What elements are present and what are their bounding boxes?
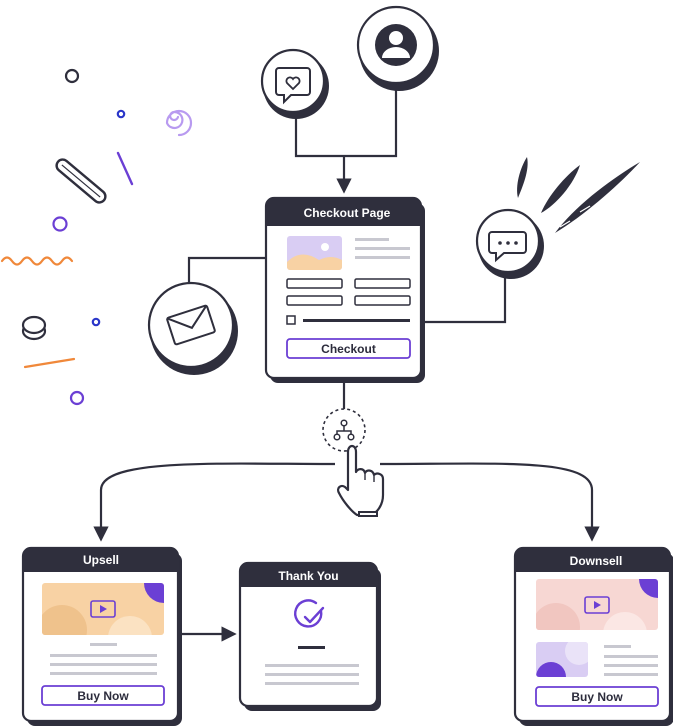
checkout-title: Checkout Page	[304, 206, 391, 220]
thank-you-text-line	[265, 682, 359, 685]
upsell-video[interactable]	[37, 563, 184, 660]
upsell-text-line	[50, 654, 157, 657]
downsell-video[interactable]	[532, 560, 673, 656]
connector-right	[422, 276, 507, 324]
envelope-icon	[147, 281, 238, 375]
decor-stroke-orange	[23, 357, 76, 369]
checkmark-circle-icon	[294, 599, 325, 628]
checkout-text-line	[355, 256, 410, 259]
downsell-text-line	[604, 645, 631, 648]
chat-dots-icon	[475, 208, 544, 279]
checkout-checkbox[interactable]	[286, 315, 296, 325]
downsell-thumbnail	[536, 642, 588, 677]
upsell-text-line	[50, 663, 157, 666]
connector-top	[294, 90, 398, 186]
connectors	[93, 90, 600, 642]
upsell-buy-label: Buy Now	[77, 689, 129, 703]
decor-circle-purple	[52, 216, 68, 232]
checkout-field[interactable]	[354, 278, 411, 289]
feather-2	[541, 165, 580, 213]
branch-icon	[322, 408, 366, 452]
heart-chat-icon	[260, 48, 329, 119]
checkout-field[interactable]	[286, 278, 343, 289]
decor-circle-purple-2	[69, 390, 85, 406]
thank-you-text-line	[265, 664, 359, 667]
decor-capsule	[55, 158, 107, 204]
checkout-terms-line	[303, 319, 410, 322]
decor-circle-dark	[64, 68, 80, 84]
downsell-title: Downsell	[570, 554, 623, 568]
feather-1	[517, 157, 528, 198]
thank-you-title: Thank You	[278, 569, 338, 583]
checkout-text-line	[355, 238, 389, 241]
upsell-card: Upsell Buy Now	[21, 546, 184, 726]
play-icon	[90, 600, 116, 618]
connector-to-downsell	[379, 462, 600, 542]
thank-you-card: Thank You	[238, 561, 381, 711]
downsell-buy-button[interactable]	[535, 686, 659, 707]
downsell-buy-label: Buy Now	[571, 690, 623, 704]
downsell-text-line	[604, 673, 658, 676]
thank-you-divider	[298, 646, 325, 649]
decor-spiral	[165, 109, 193, 137]
play-icon	[584, 596, 610, 614]
decor-squiggle-orange	[0, 256, 74, 266]
checkout-button-label: Checkout	[321, 342, 376, 356]
decor-feathers	[517, 157, 640, 233]
thank-you-text-line	[265, 673, 359, 676]
downsell-card: Downsell Buy N	[513, 546, 673, 726]
upsell-buy-button[interactable]	[41, 685, 165, 706]
upsell-text-line	[90, 643, 117, 646]
feather-3	[555, 162, 640, 233]
checkout-field[interactable]	[286, 295, 343, 306]
connector-to-upsell	[93, 462, 336, 542]
pointing-hand-icon	[337, 444, 385, 517]
checkout-card: Checkout Page Checkout	[264, 196, 425, 383]
decor-dot-blue	[116, 109, 126, 119]
checkout-button[interactable]	[286, 338, 411, 359]
decor-dot-blue-2	[91, 317, 101, 327]
connector-left	[187, 256, 268, 290]
decor-stroke-purple	[116, 151, 134, 186]
decorations	[0, 68, 193, 406]
upsell-text-line	[50, 672, 157, 675]
decor-coin	[21, 315, 47, 341]
downsell-text-line	[604, 655, 658, 658]
upsell-title: Upsell	[83, 553, 119, 567]
checkout-text-line	[355, 247, 410, 250]
checkout-field[interactable]	[354, 295, 411, 306]
user-icon	[356, 5, 439, 91]
checkout-image	[287, 236, 342, 270]
downsell-text-line	[604, 664, 658, 667]
